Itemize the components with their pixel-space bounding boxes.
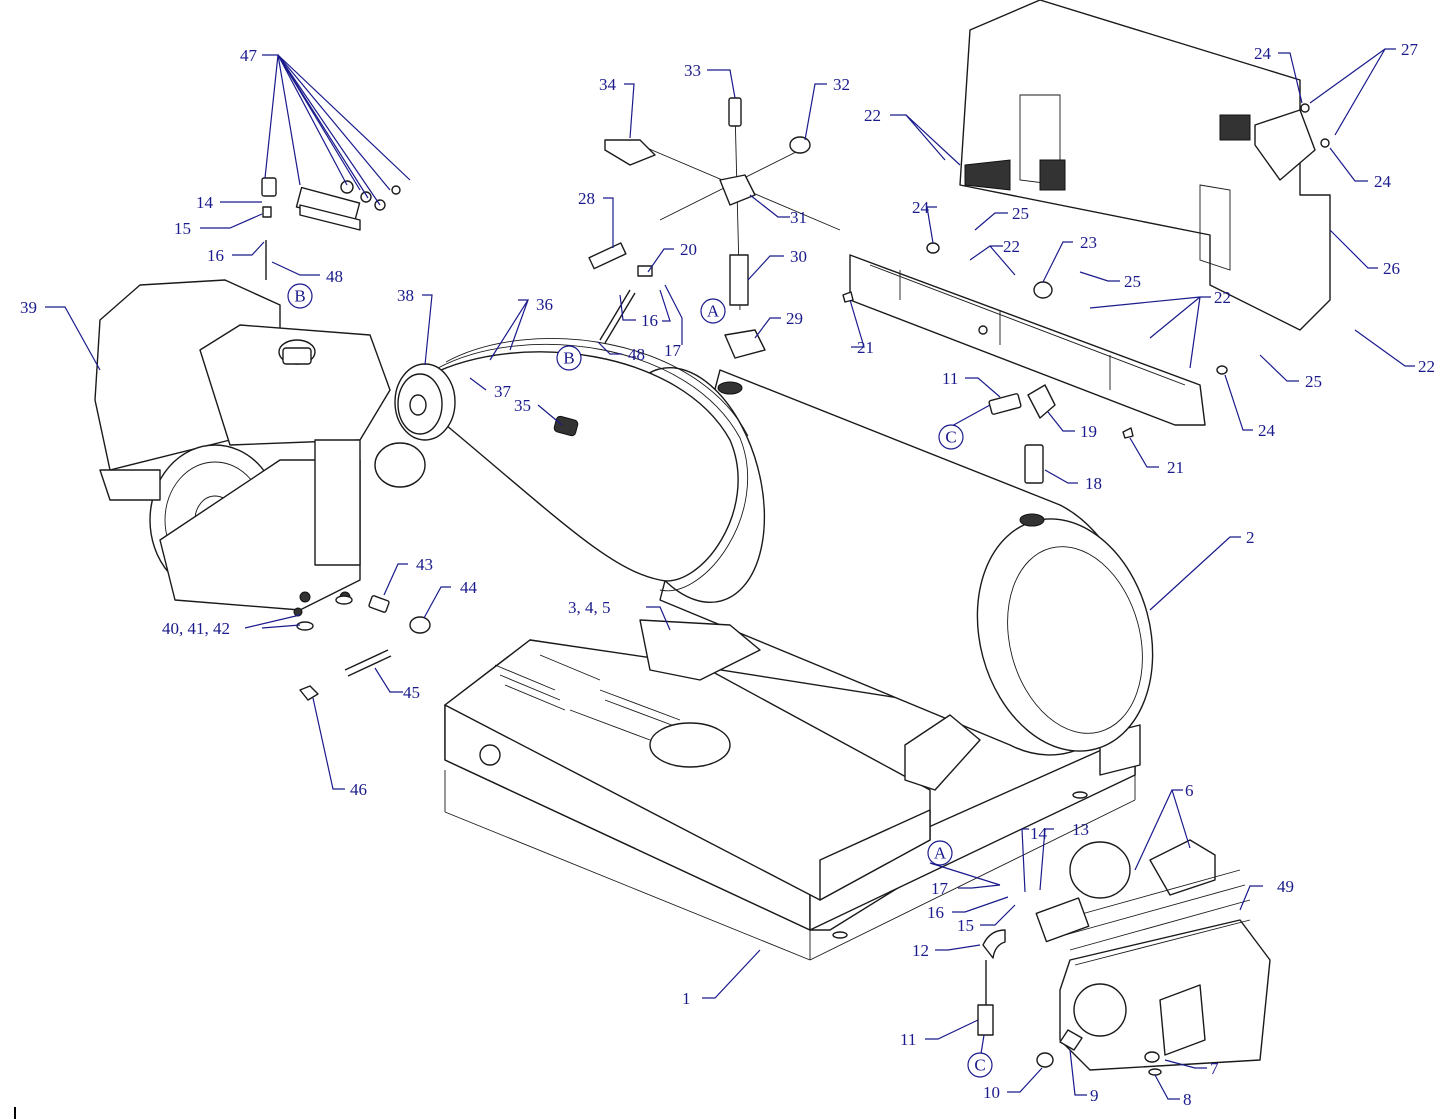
callout-28: 28: [578, 189, 595, 208]
callout-16-c: 16: [927, 903, 944, 922]
callout-27: 27: [1401, 40, 1419, 59]
callout-29: 29: [786, 309, 803, 328]
callout-43: 43: [416, 555, 433, 574]
callout-16: 16: [207, 246, 224, 265]
callout-47: 47: [240, 46, 258, 65]
callout-17-b: 17: [931, 879, 949, 898]
drive-belt: [429, 338, 749, 592]
callout-49: 49: [1277, 877, 1294, 896]
guard-bracket: [849, 254, 1206, 426]
check-valve-assembly: [988, 384, 1056, 484]
callout-24: 24: [1254, 44, 1272, 63]
callout-34: 34: [599, 75, 617, 94]
callout-24-b: 24: [1374, 172, 1392, 191]
reference-b: B: [287, 283, 313, 309]
callout-46: 46: [350, 780, 367, 799]
callout-17: 17: [664, 341, 682, 360]
callout-25-b: 25: [1124, 272, 1141, 291]
callout-32: 32: [833, 75, 850, 94]
svg-text:A: A: [934, 844, 947, 863]
gas-engine: [94, 279, 426, 611]
callout-15: 15: [174, 219, 191, 238]
reference-a-2: A: [927, 840, 953, 866]
callout-13: 13: [1072, 820, 1089, 839]
callout-6: 6: [1185, 781, 1194, 800]
callout-44: 44: [460, 578, 478, 597]
callout-26: 26: [1383, 259, 1400, 278]
callout-15-b: 15: [957, 916, 974, 935]
callout-14: 14: [196, 193, 214, 212]
discharge-elbow: [977, 929, 1006, 1036]
callout-11: 11: [942, 369, 958, 388]
manifold-fittings: [588, 97, 841, 359]
callout-2: 2: [1246, 528, 1255, 547]
svg-text:C: C: [945, 428, 956, 447]
callout-10: 10: [983, 1083, 1000, 1102]
callout-37: 37: [494, 382, 512, 401]
callout-24-c: 24: [912, 198, 930, 217]
callout-30: 30: [790, 247, 807, 266]
reference-markers: B A B C A C: [287, 283, 993, 1078]
engine-mount-hardware: [293, 595, 353, 631]
callout-12: 12: [912, 941, 929, 960]
callout-36: 36: [536, 295, 553, 314]
callout-22-d: 22: [1418, 357, 1435, 376]
callout-14-b: 14: [1030, 824, 1048, 843]
callout-19: 19: [1080, 422, 1097, 441]
svg-text:B: B: [563, 349, 574, 368]
callout-39: 39: [20, 298, 37, 317]
callout-21-b: 21: [1167, 458, 1184, 477]
svg-text:C: C: [974, 1056, 985, 1075]
callout-22: 22: [864, 106, 881, 125]
reference-b-2: B: [556, 345, 582, 371]
callout-25: 25: [1012, 204, 1029, 223]
callout-9: 9: [1090, 1086, 1099, 1105]
callout-38: 38: [397, 286, 414, 305]
callout-22-c: 22: [1214, 288, 1231, 307]
callout-24-d: 24: [1258, 421, 1276, 440]
guard-hardware: [842, 103, 1330, 439]
callout-23: 23: [1080, 233, 1097, 252]
throttle-control: [261, 177, 401, 280]
pump-key: [553, 415, 579, 437]
callout-16-b: 16: [641, 311, 658, 330]
drain-line: [299, 595, 431, 701]
callout-40-41-42: 40, 41, 42: [162, 619, 230, 638]
callout-3-4-5: 3, 4, 5: [568, 598, 611, 617]
compressor-pump: [1035, 839, 1271, 1076]
callout-25-c: 25: [1305, 372, 1322, 391]
belt-guard: [959, 0, 1331, 331]
callout-21: 21: [857, 338, 874, 357]
leader-lines: [45, 48, 1415, 1100]
callout-7: 7: [1210, 1059, 1219, 1078]
callout-18: 18: [1085, 474, 1102, 493]
callout-11-b: 11: [900, 1030, 916, 1049]
svg-text:A: A: [707, 302, 720, 321]
callout-48: 48: [326, 267, 343, 286]
belt-pulley: [394, 363, 456, 441]
callout-48-b: 48: [628, 345, 645, 364]
callout-20: 20: [680, 240, 697, 259]
reference-a: A: [700, 298, 726, 324]
callout-35: 35: [514, 396, 531, 415]
reference-c-2: C: [967, 1052, 993, 1078]
reference-c: C: [938, 424, 964, 450]
callout-31: 31: [790, 208, 807, 227]
callout-8: 8: [1183, 1090, 1192, 1109]
callout-45: 45: [403, 683, 420, 702]
callout-22-b: 22: [1003, 237, 1020, 256]
callout-labels: 47 14 15 16 48 39 38 36 37 35 34 33 32 2…: [20, 40, 1435, 1109]
callout-33: 33: [684, 61, 701, 80]
svg-text:B: B: [294, 287, 305, 306]
callout-1: 1: [682, 989, 691, 1008]
